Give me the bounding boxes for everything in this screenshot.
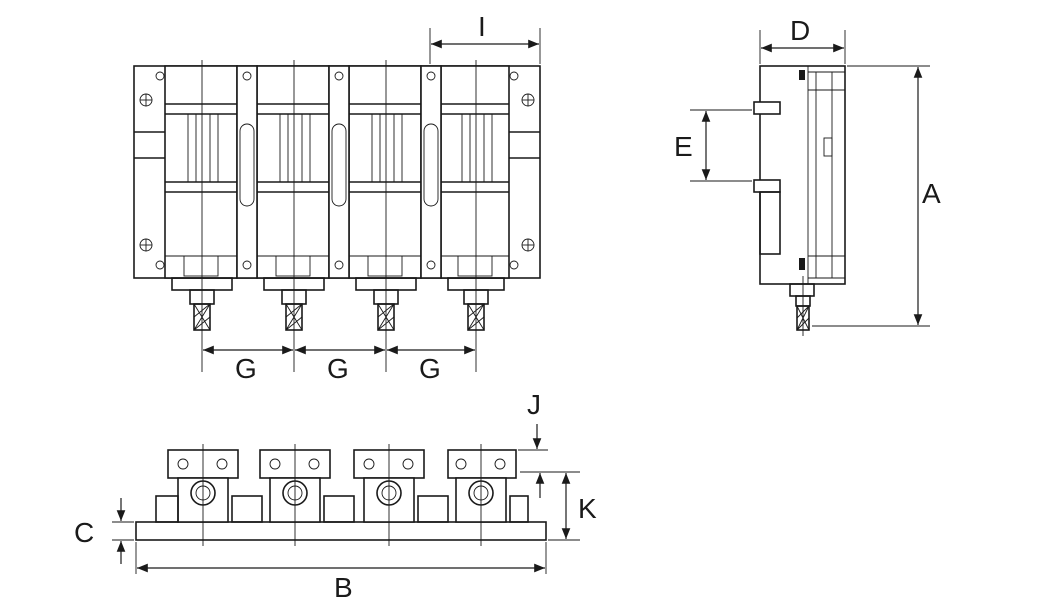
dimension-d: D	[759, 15, 846, 64]
label-k: K	[578, 493, 597, 524]
top-module-2	[259, 449, 355, 523]
front-view	[133, 60, 541, 372]
dimension-a: A	[812, 65, 941, 327]
top-view	[135, 444, 547, 546]
top-module-4	[447, 449, 529, 523]
dimension-g: G G G	[203, 345, 475, 384]
side-view	[753, 65, 846, 336]
dimension-j: J	[518, 389, 548, 451]
label-j: J	[527, 389, 541, 420]
top-module-1	[155, 449, 263, 523]
module-4	[440, 65, 519, 279]
label-b: B	[334, 572, 353, 603]
corner-screws	[139, 93, 535, 252]
dimension-k: K	[520, 471, 597, 541]
label-e: E	[674, 131, 693, 162]
module-2	[256, 65, 330, 279]
dimension-c: C	[74, 498, 134, 564]
separators	[236, 65, 442, 279]
outlet-fittings	[171, 277, 505, 331]
label-a: A	[922, 178, 941, 209]
dimension-e: E	[674, 109, 752, 182]
module-3	[348, 65, 422, 279]
module-1	[155, 65, 238, 279]
label-g-3: G	[419, 353, 441, 384]
centerlines	[201, 60, 477, 372]
label-g-2: G	[327, 353, 349, 384]
label-i: I	[478, 11, 486, 42]
top-module-3	[353, 449, 449, 523]
dimension-i: I	[429, 11, 541, 64]
label-c: C	[74, 517, 94, 548]
label-g-1: G	[235, 353, 257, 384]
dimension-b: B	[135, 542, 547, 603]
label-d: D	[790, 15, 810, 46]
